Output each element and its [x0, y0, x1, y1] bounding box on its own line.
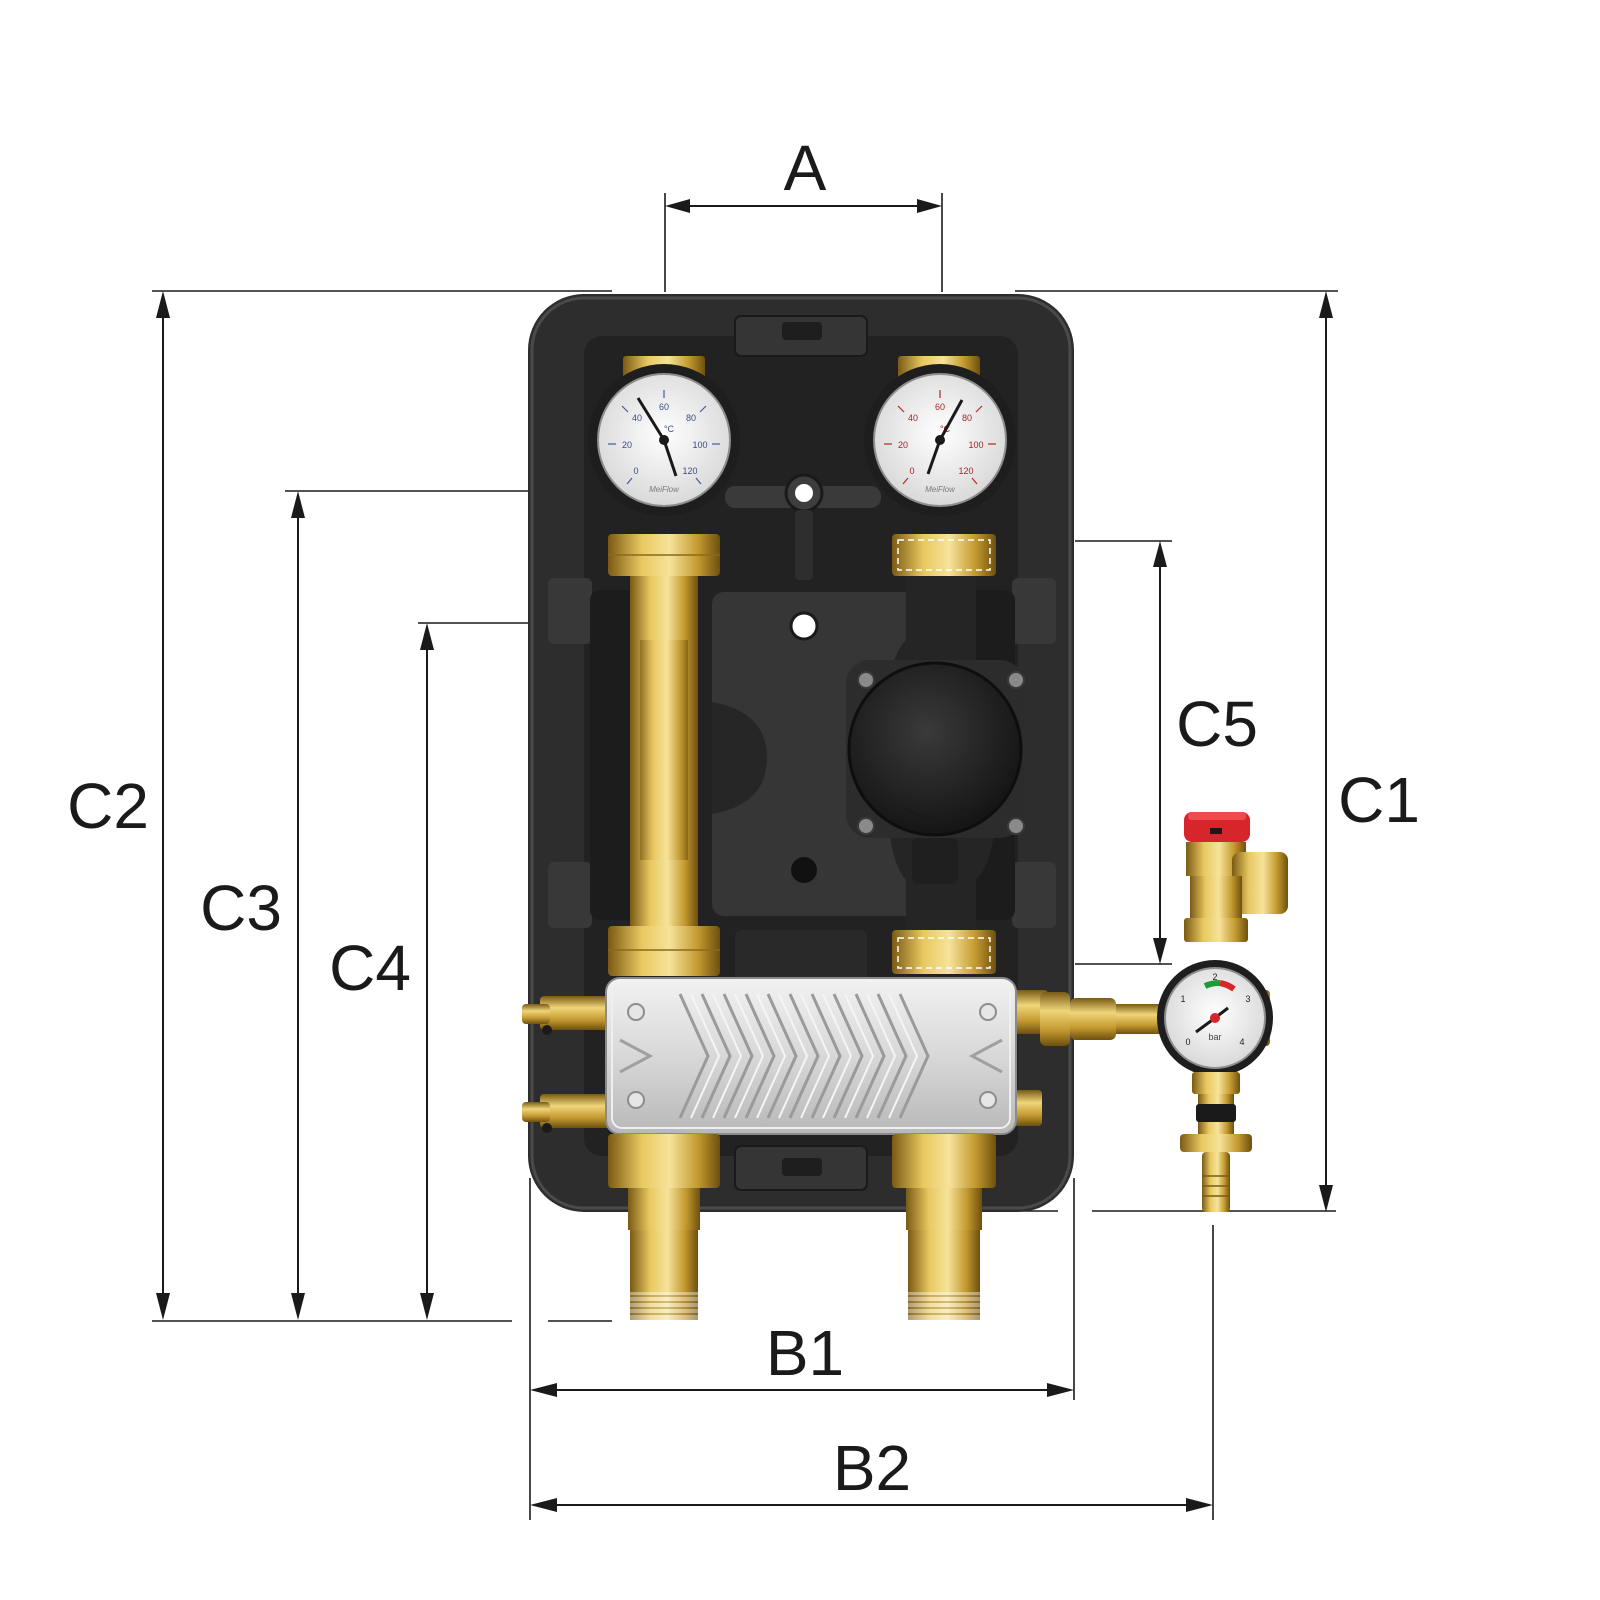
dim-label-c1: C1 [1338, 764, 1420, 836]
thermometer-right: 0 20 40 60 80 100 120 °C MeiFlow [864, 364, 1016, 516]
thermometer-left: 0 20 40 60 80 100 120 °C MeiFlow [588, 364, 740, 516]
thermo-left-tick-120: 120 [682, 466, 697, 476]
pressure-gauge: 0 1 2 3 4 bar [1157, 960, 1273, 1076]
pressure-tick-3: 3 [1245, 994, 1250, 1004]
bottom-connections [608, 1134, 996, 1320]
safety-group: 0 1 2 3 4 bar [1040, 812, 1288, 1212]
pressure-tick-0: 0 [1185, 1037, 1190, 1047]
thermo-right-tick-100: 100 [968, 440, 983, 450]
drain-valve [1180, 1072, 1252, 1212]
dim-label-c4: C4 [329, 932, 411, 1004]
dim-label-b2: B2 [833, 1432, 911, 1504]
thermo-left-tick-100: 100 [692, 440, 707, 450]
thermo-left-unit: °C [664, 424, 675, 434]
dim-label-c3: C3 [200, 872, 282, 944]
dimension-labels: A C2 C3 C4 C5 C1 B1 B2 [67, 132, 1420, 1504]
left-pipe-assembly: 0 20 40 60 80 100 120 °C MeiFlow [588, 356, 740, 976]
thermo-right-tick-0: 0 [909, 466, 914, 476]
dim-label-b1: B1 [766, 1317, 844, 1389]
dim-label-a: A [784, 132, 827, 204]
thermo-left-tick-0: 0 [633, 466, 638, 476]
right-pipe-assembly: 0 20 40 60 80 100 120 °C MeiFlow [846, 356, 1025, 974]
thermo-left-tick-20: 20 [622, 440, 632, 450]
pressure-tick-2: 2 [1212, 972, 1217, 982]
thermo-left-tick-40: 40 [632, 413, 642, 423]
pressure-unit: bar [1208, 1032, 1221, 1042]
plate-heat-exchanger [522, 977, 1048, 1135]
thermo-right-tick-40: 40 [908, 413, 918, 423]
thermo-right-tick-60: 60 [935, 402, 945, 412]
pressure-tick-1: 1 [1180, 994, 1185, 1004]
circulation-pump [846, 660, 1025, 884]
dim-label-c2: C2 [67, 770, 149, 842]
thermo-left-tick-60: 60 [659, 402, 669, 412]
thermo-left-tick-80: 80 [686, 413, 696, 423]
thermo-right-brand: MeiFlow [925, 485, 956, 494]
thermo-left-brand: MeiFlow [649, 485, 680, 494]
thermo-right-tick-20: 20 [898, 440, 908, 450]
thermo-right-tick-80: 80 [962, 413, 972, 423]
safety-valve [1184, 812, 1288, 942]
dim-label-c5: C5 [1176, 688, 1258, 760]
thermo-right-tick-120: 120 [958, 466, 973, 476]
pressure-tick-4: 4 [1239, 1037, 1244, 1047]
